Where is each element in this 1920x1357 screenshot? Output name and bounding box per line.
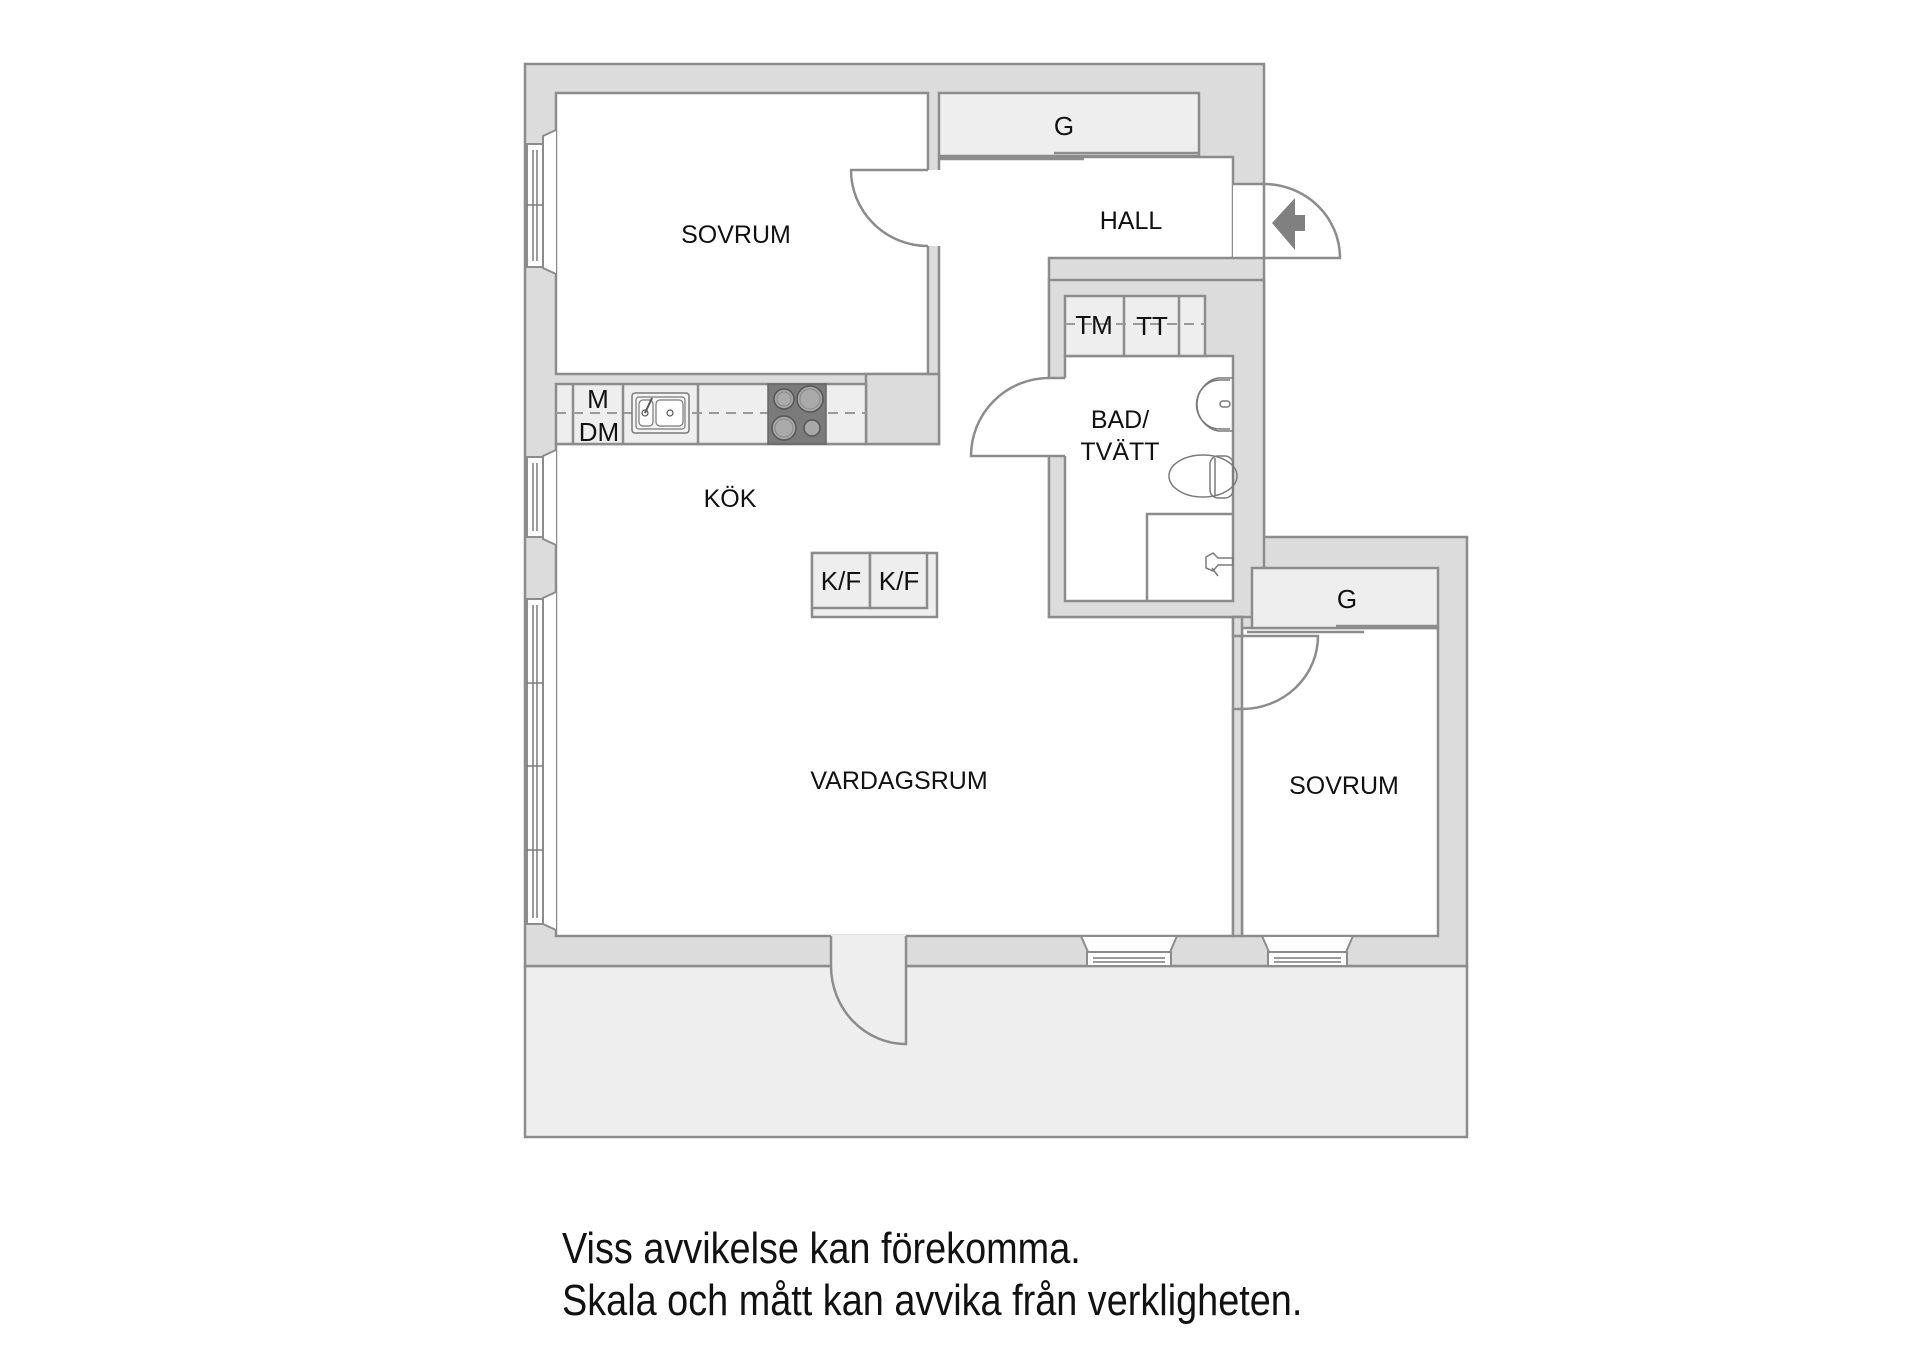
- window-bedroom1: [526, 129, 557, 275]
- entrance-arrow-icon: [1272, 198, 1305, 250]
- balcony: [523, 964, 1469, 1139]
- bedroom1-door[interactable]: [849, 168, 929, 248]
- shower-icon: [1145, 512, 1234, 601]
- bedroom1-door-opening: [926, 170, 942, 246]
- bathroom-door[interactable]: [969, 376, 1050, 458]
- microwave-label: M: [587, 384, 609, 414]
- bedroom2-wardrobe-label: G: [1337, 584, 1357, 614]
- fridge-freezer-1: [810, 551, 872, 610]
- kitchen-sink-icon: [631, 392, 690, 434]
- balcony-door[interactable]: [829, 965, 908, 1046]
- living-room-label: VARDAGSRUM: [810, 767, 987, 795]
- stove-icon: [767, 383, 827, 445]
- drying-cabinet-label: TT: [1136, 311, 1168, 341]
- bedroom2-wall: [1231, 707, 1244, 938]
- bedroom-2-label: SOVRUM: [1289, 772, 1399, 800]
- dishwasher-label: DM: [579, 417, 619, 447]
- bedroom-1: [554, 91, 930, 376]
- bathroom-label-line2: TVÄTT: [1080, 438, 1159, 466]
- bathroom-label-line1: BAD/: [1091, 406, 1149, 434]
- bedroom2-wall-stub: [1231, 615, 1244, 638]
- dryer-label: TM: [1075, 310, 1113, 340]
- toilet-icon: [1168, 454, 1238, 499]
- window-living-bottom: [1079, 935, 1179, 967]
- fridge-freezer-2: [868, 551, 929, 610]
- window-bedroom2-bottom: [1260, 935, 1355, 967]
- bedroom2-door[interactable]: [1241, 634, 1320, 711]
- entrance-opening: [1233, 184, 1267, 258]
- disclaimer-line-1: Viss avvikelse kan förekomma.: [562, 1224, 1081, 1273]
- balcony-door-opening: [831, 935, 906, 968]
- kitchen-wall-block: [864, 372, 941, 446]
- window-living-room: [526, 591, 557, 931]
- hall-label: HALL: [1100, 207, 1163, 235]
- bedroom-1-label: SOVRUM: [681, 221, 791, 249]
- washbasin-icon: [1195, 377, 1233, 432]
- laundry-cabinets: [1063, 294, 1207, 358]
- kitchen-label: KÖK: [704, 485, 757, 513]
- hall-wardrobe-label: G: [1054, 111, 1074, 141]
- window-kitchen: [526, 449, 557, 546]
- bedroom2-wardrobe: [1250, 566, 1440, 630]
- entrance-door[interactable]: [1262, 182, 1342, 260]
- disclaimer-line-2: Skala och mått kan avvika från verklighe…: [562, 1276, 1303, 1325]
- hall-wardrobe: [937, 91, 1201, 158]
- bathroom-door-opening: [1047, 378, 1067, 456]
- bathroom: [1063, 354, 1235, 603]
- fridge-freezer-2-label: K/F: [879, 566, 919, 596]
- fridge-freezer-1-label: K/F: [821, 566, 861, 596]
